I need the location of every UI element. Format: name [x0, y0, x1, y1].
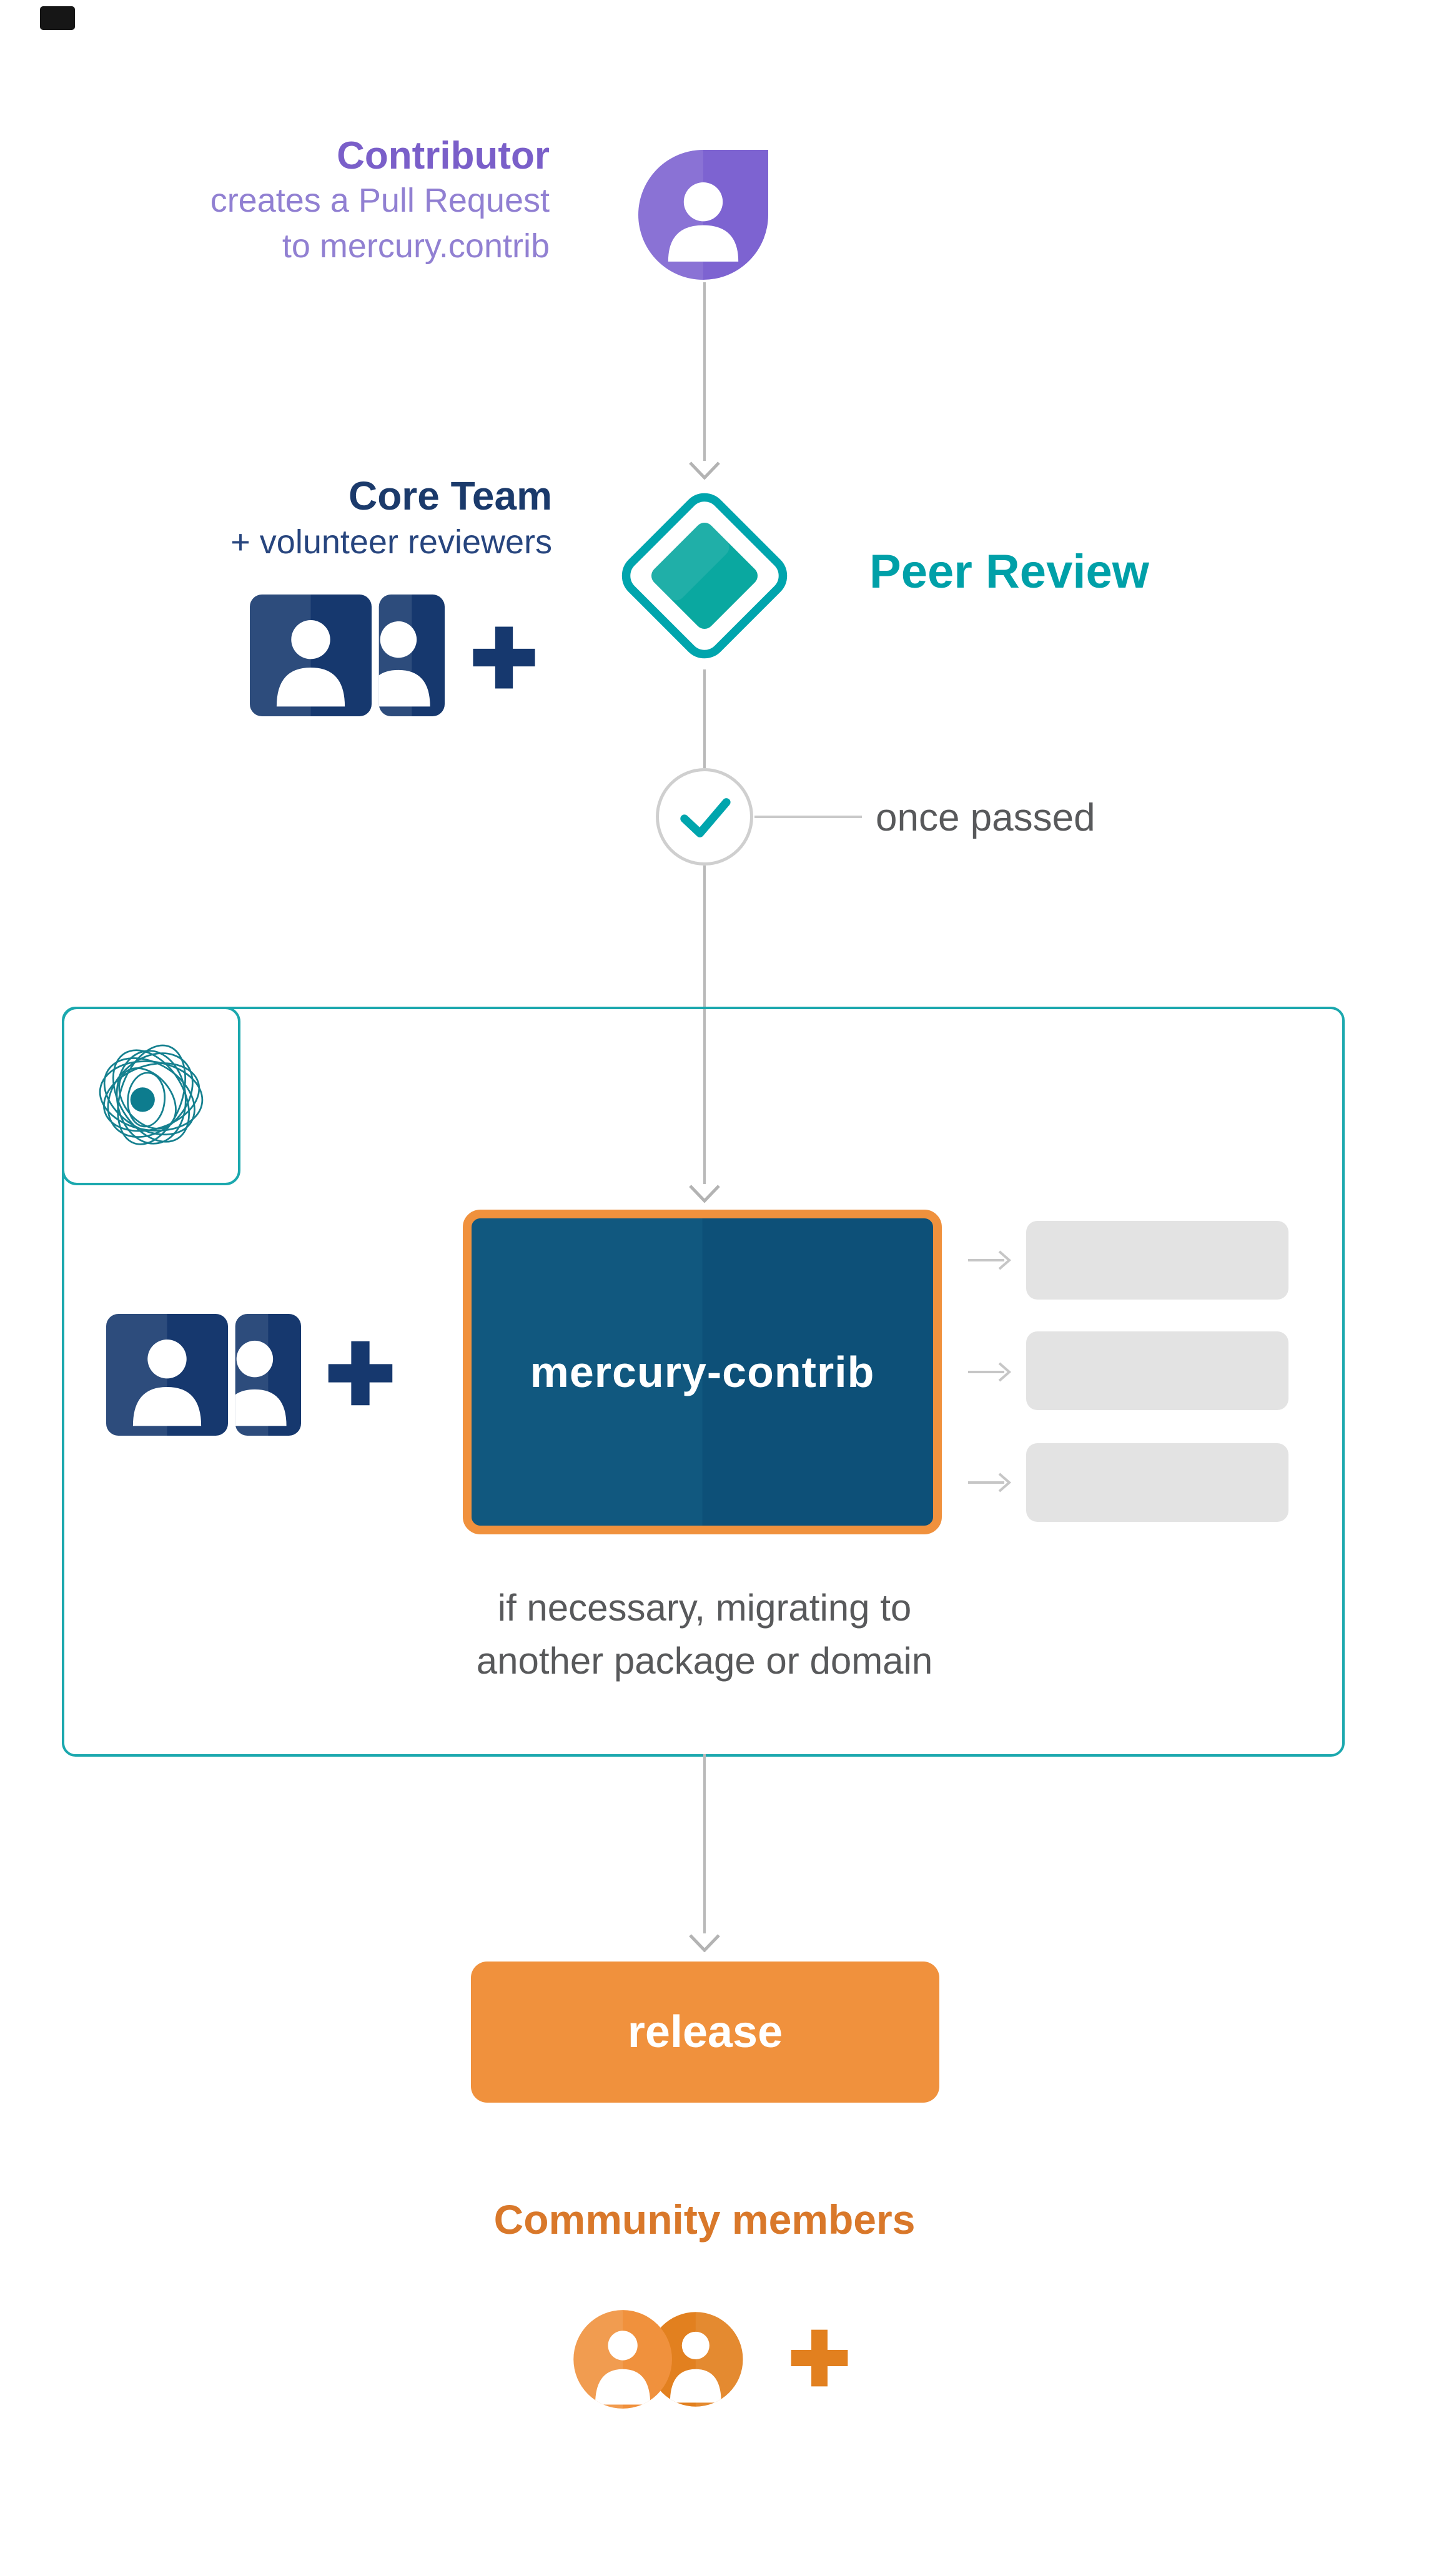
people-pair-icon [106, 1314, 301, 1436]
migration-caption: if necessary, migrating to another packa… [142, 1581, 1267, 1687]
release-step: release [471, 1962, 939, 2103]
contributor-block: Contributor creates a Pull Request to me… [52, 134, 550, 269]
community-members-title: Community members [493, 2196, 916, 2243]
core-team-subtitle: + volunteer reviewers [230, 523, 552, 561]
arrowhead-down-icon [689, 1185, 720, 1203]
contributor-subtitle-line2: to mercury.contrib [282, 227, 550, 265]
flow-line-box-release [703, 1754, 706, 1933]
migration-caption-line2: another package or domain [476, 1640, 933, 1682]
contributor-title: Contributor [337, 134, 550, 177]
contributor-person-badge-icon [638, 150, 768, 280]
core-team-title: Core Team [348, 473, 552, 518]
plus-icon [791, 2329, 848, 2387]
peer-review-label: Peer Review [869, 545, 1149, 598]
flow-line-review-gate [703, 669, 706, 768]
flow-line-contributor-review [703, 282, 706, 461]
arrowhead-down-icon [689, 461, 720, 480]
arrow-right-icon [968, 1250, 1012, 1270]
migration-caption-line1: if necessary, migrating to [497, 1587, 912, 1629]
target-package-placeholder [1026, 1221, 1288, 1300]
package-label: mercury-contrib [530, 1348, 875, 1396]
once-passed-label: once passed [876, 796, 1095, 839]
people-pair-icon [250, 595, 445, 716]
arrow-right-icon [968, 1362, 1012, 1382]
mercury-spiral-logo-icon [99, 1044, 204, 1145]
screen-corner-artifact [40, 6, 75, 30]
review-diamond-icon [611, 482, 798, 669]
checkmark-circle-icon [656, 768, 753, 866]
mercury-contrib-package: mercury-contrib [463, 1210, 942, 1534]
plus-icon [473, 626, 535, 689]
release-label: release [627, 2007, 783, 2057]
people-circles-icon [560, 2308, 747, 2411]
plus-icon [328, 1341, 393, 1406]
contributor-subtitle-line1: creates a Pull Request [210, 182, 550, 220]
target-package-placeholder [1026, 1331, 1288, 1410]
core-team-block: Core Team + volunteer reviewers [52, 473, 552, 565]
target-package-placeholder [1026, 1443, 1288, 1522]
flow-line-gate-package [703, 866, 706, 1184]
arrowhead-down-icon [689, 1934, 720, 1952]
gate-label-line [754, 816, 862, 818]
mercury-logo-box [62, 1007, 240, 1185]
arrow-right-icon [968, 1473, 1012, 1493]
